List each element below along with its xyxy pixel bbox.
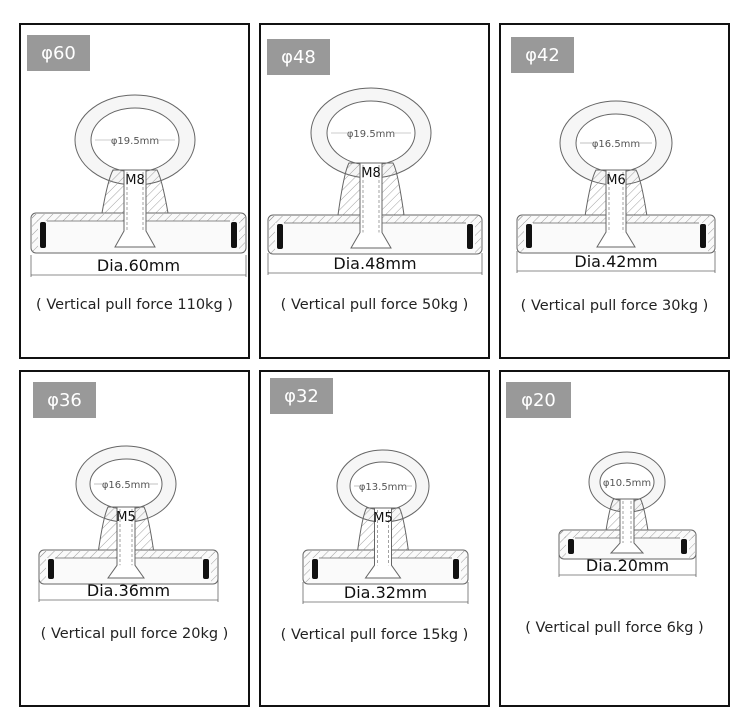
diameter-label: Dia.20mm [586, 556, 669, 575]
magnet-insert-left [568, 539, 574, 554]
base-wall-left [304, 551, 310, 583]
eye-ring [336, 449, 430, 523]
pull-force-label: ( Vertical pull force 20kg ) [40, 626, 229, 642]
hole-diameter-label: φ16.5mm [102, 480, 150, 491]
diameter-label: Dia.32mm [344, 583, 427, 602]
eye-ring [310, 87, 432, 179]
magnet-insert-left [312, 559, 318, 579]
eye-ring [559, 100, 673, 186]
base-wall-right [475, 216, 481, 253]
pull-force-label: ( Vertical pull force 110kg ) [36, 297, 233, 313]
base-wall-left [560, 531, 566, 558]
thread-size-label: M8 [125, 173, 145, 188]
base-wall-right [689, 531, 695, 558]
base-wall-left [269, 216, 275, 253]
thread-size-label: M5 [373, 511, 393, 526]
size-badge: φ60 [27, 35, 90, 71]
eye-ring [588, 451, 666, 513]
magnet-insert-right [231, 222, 237, 248]
magnet-insert-right [700, 224, 706, 248]
hole-diameter-label: φ16.5mm [592, 139, 640, 150]
pull-force-label: ( Vertical pull force 50kg ) [280, 297, 469, 313]
magnet-insert-left [40, 222, 46, 248]
countersunk-bolt [609, 498, 645, 554]
countersunk-bolt [350, 162, 392, 249]
countersunk-bolt [364, 507, 402, 579]
hole-diameter-label: φ19.5mm [111, 136, 159, 147]
magnet-insert-left [526, 224, 532, 248]
diameter-label: Dia.42mm [574, 252, 657, 271]
thread-size-label: M8 [361, 166, 381, 181]
size-badge: φ48 [267, 39, 330, 75]
base-wall-right [239, 214, 245, 252]
eye-ring [74, 94, 196, 186]
countersunk-bolt [114, 169, 156, 248]
size-badge: φ20 [506, 382, 571, 418]
pull-force-label: ( Vertical pull force 6kg ) [525, 620, 704, 636]
magnet-insert-right [681, 539, 687, 554]
countersunk-bolt [596, 169, 636, 248]
magnet-insert-left [48, 559, 54, 579]
magnet-insert-right [453, 559, 459, 579]
pull-force-label: ( Vertical pull force 15kg ) [280, 627, 469, 643]
base-wall-left [32, 214, 38, 252]
base-wall-left [40, 551, 46, 583]
base-wall-right [211, 551, 217, 583]
size-badge: φ32 [270, 378, 333, 414]
size-badge: φ42 [511, 37, 574, 73]
thread-size-label: M5 [116, 510, 136, 525]
hole-diameter-label: φ10.5mm [603, 478, 651, 489]
diameter-label: Dia.36mm [87, 581, 170, 600]
magnet-insert-right [203, 559, 209, 579]
pull-force-label: ( Vertical pull force 30kg ) [520, 298, 709, 314]
diameter-label: Dia.48mm [333, 254, 416, 273]
hole-diameter-label: φ19.5mm [347, 129, 395, 140]
countersunk-bolt [107, 506, 145, 579]
hole-diameter-label: φ13.5mm [359, 482, 407, 493]
magnet-insert-left [277, 224, 283, 249]
diameter-label: Dia.60mm [97, 256, 180, 275]
eye-ring [75, 445, 177, 523]
base-wall-right [461, 551, 467, 583]
base-wall-left [518, 216, 524, 252]
base-wall-right [708, 216, 714, 252]
size-badge: φ36 [33, 382, 96, 418]
magnet-insert-right [467, 224, 473, 249]
thread-size-label: M6 [606, 173, 626, 188]
